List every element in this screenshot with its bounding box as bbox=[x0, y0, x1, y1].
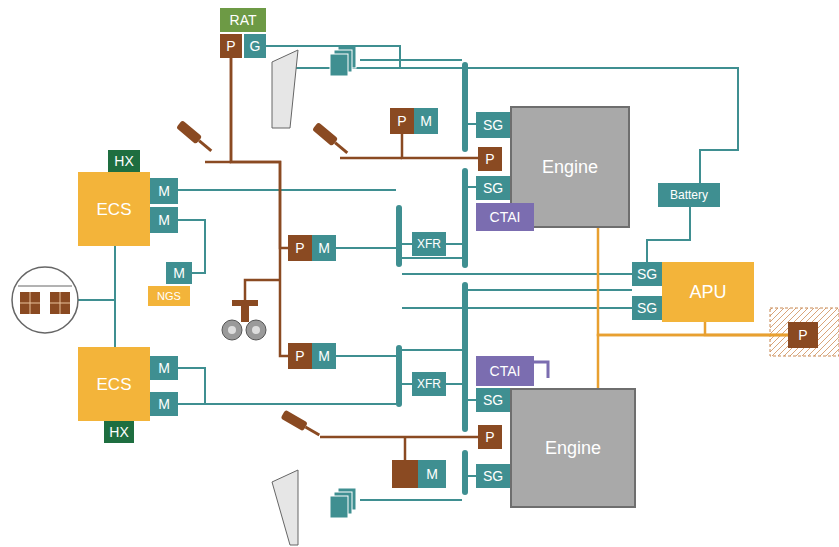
node-label: XFR bbox=[417, 238, 441, 250]
generator-box: G bbox=[244, 34, 266, 58]
connector bbox=[231, 58, 288, 356]
starter-generator: SG bbox=[476, 176, 510, 200]
heat-exchanger: HX bbox=[104, 421, 134, 443]
ecs-box: ECS bbox=[78, 347, 150, 421]
motor-box: M bbox=[312, 343, 336, 369]
node-label: M bbox=[420, 114, 432, 128]
node-label: P bbox=[226, 39, 235, 53]
connector bbox=[647, 207, 690, 262]
connector bbox=[598, 335, 788, 388]
pump-box: P bbox=[220, 34, 242, 58]
node-label: M bbox=[158, 397, 170, 411]
battery-box: Battery bbox=[658, 183, 720, 207]
node-label: P bbox=[397, 114, 406, 128]
motor-box: M bbox=[150, 356, 178, 380]
node-label: M bbox=[318, 241, 330, 255]
computer-card bbox=[330, 46, 356, 518]
node-label: SG bbox=[637, 301, 657, 315]
connector bbox=[705, 322, 788, 335]
transformer-box: XFR bbox=[412, 232, 446, 256]
node-label: RAT bbox=[230, 13, 257, 27]
starter-generator: SG bbox=[476, 112, 510, 138]
anti-ice-duct bbox=[534, 210, 548, 378]
pump-box: P bbox=[478, 147, 502, 171]
motor-box: M bbox=[414, 108, 438, 134]
ecs-box: ECS bbox=[78, 172, 150, 246]
starter-generator: SG bbox=[476, 388, 510, 412]
node-label: P bbox=[798, 328, 807, 342]
pump-box: P bbox=[288, 343, 312, 369]
node-label: NGS bbox=[157, 291, 181, 302]
rat-box: RAT bbox=[220, 8, 266, 32]
node-label: SG bbox=[483, 118, 503, 132]
node-label: P bbox=[485, 152, 494, 166]
anti-ice-box: CTAI bbox=[476, 356, 534, 386]
node-label: SG bbox=[483, 469, 503, 483]
pump-box bbox=[392, 460, 418, 488]
node-label: M bbox=[426, 467, 438, 481]
actuator bbox=[176, 120, 351, 439]
node-label: HX bbox=[114, 154, 133, 168]
pump-box: P bbox=[288, 235, 312, 261]
node-label: M bbox=[158, 213, 170, 227]
node-label: M bbox=[158, 361, 170, 375]
node-label: P bbox=[295, 349, 304, 363]
starter-generator: SG bbox=[632, 296, 662, 320]
apu-box: APU bbox=[662, 262, 754, 322]
starter-generator: SG bbox=[632, 262, 662, 286]
connector bbox=[402, 134, 478, 158]
motor-box: M bbox=[418, 460, 446, 488]
motor-box: M bbox=[312, 235, 336, 261]
node-label: ECS bbox=[97, 376, 132, 393]
motor-box: M bbox=[166, 262, 192, 284]
hydraulic-line bbox=[205, 158, 478, 460]
node-label: SG bbox=[483, 393, 503, 407]
motor-box: M bbox=[150, 178, 178, 204]
heat-exchanger: HX bbox=[108, 150, 140, 172]
node-label: Engine bbox=[545, 439, 601, 457]
landing-gear bbox=[222, 300, 266, 340]
motor-box: M bbox=[150, 392, 178, 416]
pump-box: P bbox=[788, 322, 818, 348]
node-label: CTAI bbox=[490, 210, 521, 224]
connector bbox=[266, 46, 738, 183]
connector bbox=[598, 228, 788, 335]
pump-box: P bbox=[390, 108, 414, 134]
starter-generator: SG bbox=[476, 464, 510, 488]
motor-box: M bbox=[150, 207, 178, 233]
node-label: P bbox=[485, 430, 494, 444]
node-label: APU bbox=[689, 283, 726, 301]
node-label: M bbox=[173, 266, 185, 280]
node-label: G bbox=[250, 39, 261, 53]
node-label: Battery bbox=[670, 189, 708, 201]
node-label: Engine bbox=[542, 158, 598, 176]
pump-box: P bbox=[478, 425, 502, 449]
cabin-section bbox=[12, 267, 78, 333]
connector bbox=[114, 246, 116, 347]
control-surface bbox=[272, 50, 298, 545]
node-label: SG bbox=[483, 181, 503, 195]
node-label: HX bbox=[109, 425, 128, 439]
node-label: XFR bbox=[417, 378, 441, 390]
node-label: CTAI bbox=[490, 364, 521, 378]
engine-box: Engine bbox=[510, 388, 636, 508]
transformer-box: XFR bbox=[412, 372, 446, 396]
node-label: SG bbox=[637, 267, 657, 281]
fuel-tank bbox=[770, 308, 839, 356]
anti-ice-box: CTAI bbox=[476, 203, 534, 231]
node-label: M bbox=[318, 349, 330, 363]
node-label: ECS bbox=[97, 201, 132, 218]
node-label: P bbox=[295, 241, 304, 255]
node-label: M bbox=[158, 184, 170, 198]
ngs-box: NGS bbox=[148, 286, 190, 306]
